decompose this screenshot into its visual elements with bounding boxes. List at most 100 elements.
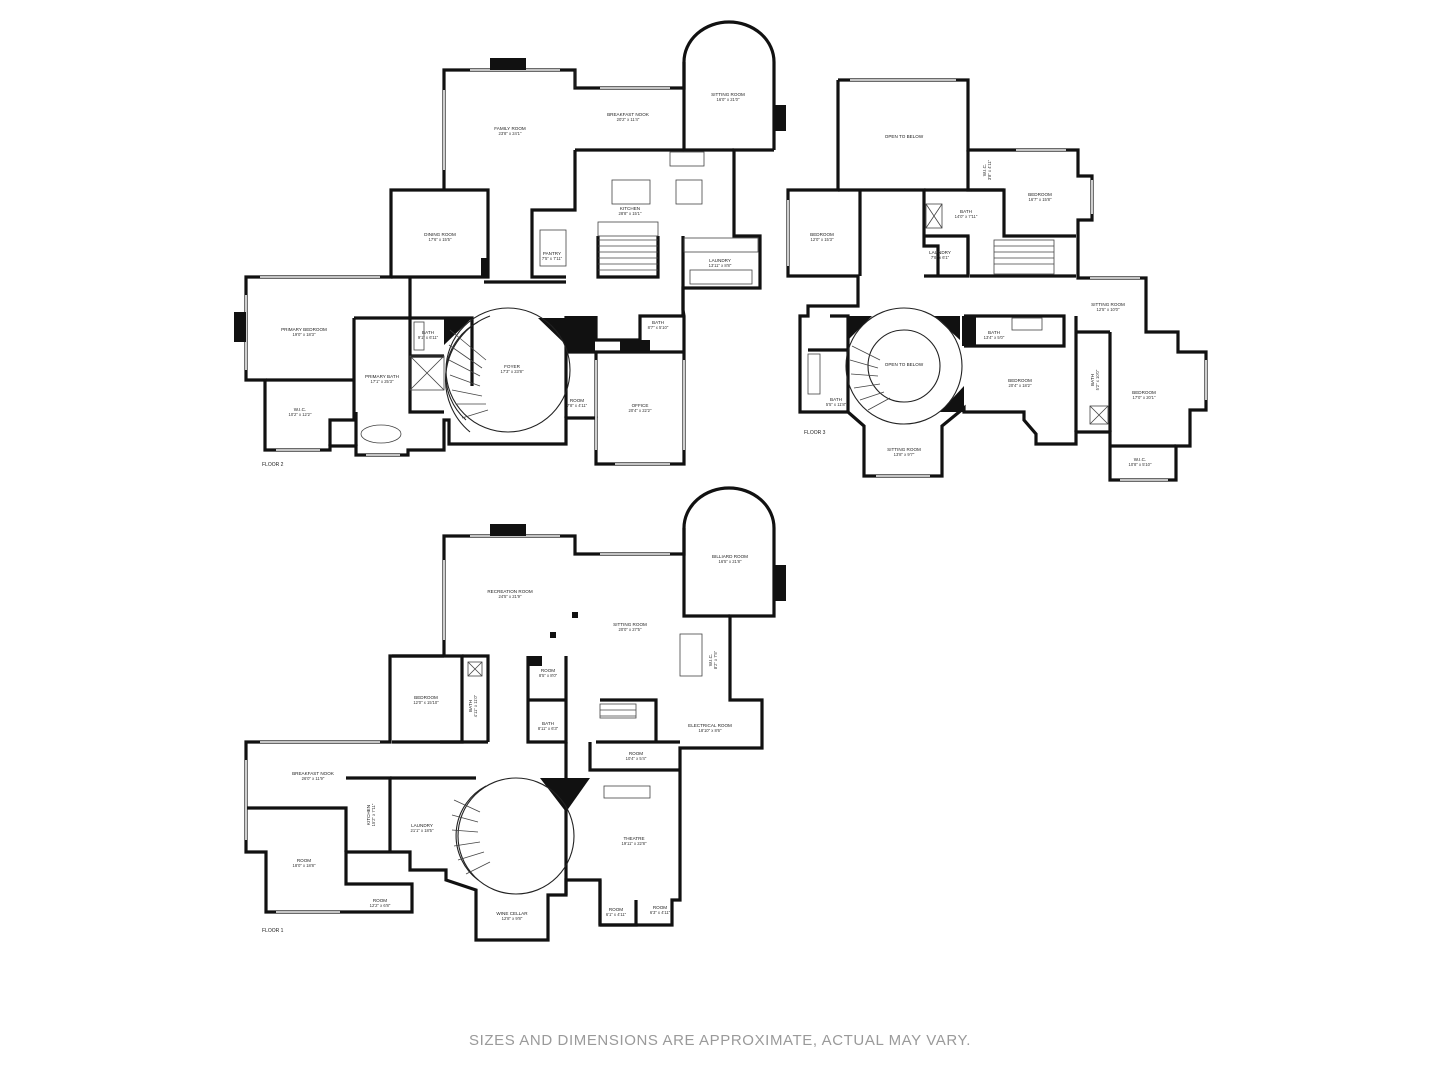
room-dimensions: 7'8" x 6'1"	[931, 255, 950, 260]
room-dimensions: 8'7" x 5'10"	[648, 325, 669, 330]
floor3-room-label: W.I.C.3'8" x 4'11"	[982, 159, 992, 180]
room-name: FAMILY ROOM	[494, 126, 526, 131]
room-name: SITTING ROOM	[887, 447, 921, 452]
room-dimensions: 23'8" x 24'1"	[499, 131, 522, 136]
room-dimensions: 14'0" x 7'11"	[955, 214, 978, 219]
room-name: BEDROOM	[1132, 390, 1156, 395]
floor3-room-label: OPEN TO BELOW	[885, 134, 924, 139]
room-name: ROOM	[570, 398, 584, 403]
room-name: OPEN TO BELOW	[885, 134, 924, 139]
room-name: BATH	[988, 330, 1000, 335]
disclaimer-text: SIZES AND DIMENSIONS ARE APPROXIMATE, AC…	[469, 1032, 971, 1049]
floor3-plan: FLOOR 3	[786, 78, 1208, 482]
floor3-room-label: OPEN TO BELOW	[885, 362, 924, 367]
room-name: BILLIARD ROOM	[712, 554, 748, 559]
room-name: BATH	[960, 209, 972, 214]
floor2-plan: FLOOR 2	[234, 20, 786, 468]
room-dimensions: 9'1" x 6'11"	[418, 335, 439, 340]
room-dimensions: 16'5" x 21'8"	[719, 559, 742, 564]
room-name: BREAKFAST NOOK	[607, 112, 650, 117]
room-name: W.I.C.	[1134, 457, 1147, 462]
room-dimensions: 17'6" x 15'5"	[429, 237, 452, 242]
floor1-outer-wall	[244, 486, 776, 942]
room-dimensions: 10'2" x 12'2"	[289, 412, 312, 417]
room-name: ROOM	[609, 907, 623, 912]
room-dimensions: 6'1" x 4'11"	[606, 912, 627, 917]
room-dimensions: 20'4" x 18'2"	[1009, 383, 1032, 388]
room-name: PANTRY	[543, 251, 561, 256]
room-name: W.I.C.	[708, 654, 713, 667]
room-dimensions: 24'5" x 21'9"	[499, 594, 522, 599]
room-name: OPEN TO BELOW	[885, 362, 924, 367]
room-dimensions: 18'0" x 18'8"	[293, 863, 316, 868]
room-dimensions: 19'11" x 22'8"	[622, 841, 647, 846]
room-dimensions: 19'0" x 18'3"	[293, 332, 316, 337]
room-dimensions: 10'8" x 5'10"	[1129, 462, 1152, 467]
room-name: ELECTRICAL ROOM	[688, 723, 732, 728]
room-dimensions: 21'1" x 18'5"	[411, 828, 434, 833]
floor3-outer-wall	[786, 78, 1208, 482]
room-dimensions: 8'11" x 6'3"	[538, 726, 559, 731]
room-name: BEDROOM	[1028, 192, 1052, 197]
room-name: PRIMARY BATH	[365, 374, 399, 379]
room-name: KITCHEN	[366, 805, 371, 825]
room-name: RECREATION ROOM	[487, 589, 533, 594]
room-dimensions: 5'5" x 11'8"	[826, 402, 847, 407]
room-dimensions: 8'5" x 8'0"	[539, 673, 558, 678]
room-dimensions: 13'4" x 5'0"	[984, 335, 1005, 340]
room-name: BATH	[542, 721, 554, 726]
room-dimensions: 16'7" x 15'8"	[1029, 197, 1052, 202]
room-dimensions: 10'4" x 5'4"	[626, 756, 647, 761]
room-dimensions: 17'1" x 25'3"	[371, 379, 394, 384]
room-dimensions: 20'0" x 27'5"	[619, 627, 642, 632]
room-name: BATH	[1090, 374, 1095, 386]
room-name: ROOM	[653, 905, 667, 910]
room-dimensions: 7'8" x 4'11"	[567, 403, 588, 408]
room-name: W.I.C.	[982, 164, 987, 177]
room-dimensions: 15'2" x 7'11"	[371, 803, 376, 826]
room-name: OFFICE	[632, 403, 649, 408]
room-name: SITTING ROOM	[711, 92, 745, 97]
room-dimensions: 20'4" x 22'2"	[629, 408, 652, 413]
floor2-outer-wall	[244, 20, 776, 466]
room-dimensions: 12'0" x 15'3"	[811, 237, 834, 242]
room-name: BREAKFAST NOOK	[292, 771, 335, 776]
room-dimensions: 12'2" x 6'8"	[370, 903, 391, 908]
floor1-plan: FLOOR 1	[244, 486, 786, 942]
room-dimensions: 18'10" x 8'6"	[699, 728, 722, 733]
room-name: LAUNDRY	[709, 258, 731, 263]
room-name: BEDROOM	[1008, 378, 1032, 383]
room-name: BEDROOM	[414, 695, 438, 700]
room-name: ROOM	[541, 668, 555, 673]
